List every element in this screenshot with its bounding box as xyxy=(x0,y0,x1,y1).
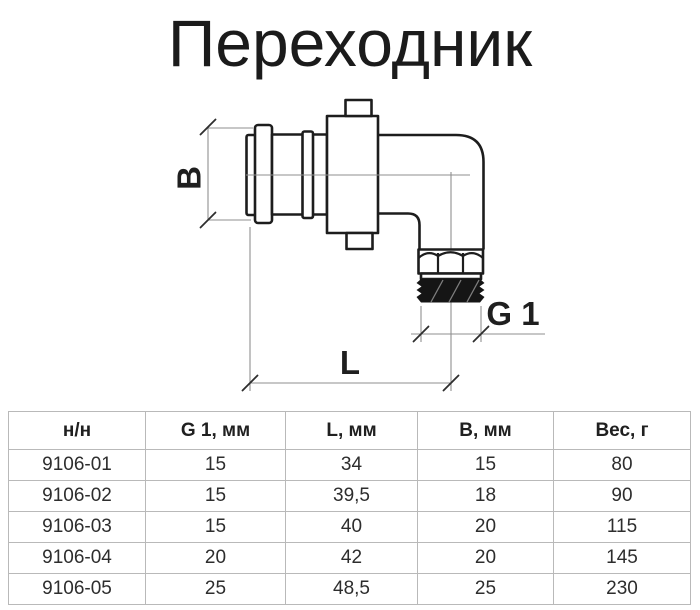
nut-chamfer-arcs xyxy=(417,251,484,259)
elbow-inner-contour xyxy=(378,212,421,250)
dimension-l: L xyxy=(241,227,460,392)
cell-product-code: 9106-03 xyxy=(8,511,146,543)
dimension-g1: G 1 xyxy=(411,295,545,343)
dim-l-tick-right xyxy=(442,374,460,392)
cell-b: 20 xyxy=(417,511,554,543)
top-tab-outline xyxy=(344,98,373,118)
table-row: 9106-01 15 34 15 80 xyxy=(8,449,691,481)
cell-b: 25 xyxy=(417,573,554,605)
cell-b: 15 xyxy=(417,449,554,481)
dimension-label-g1: G 1 xyxy=(486,295,539,332)
cell-g1: 15 xyxy=(145,480,286,512)
dim-g1-tick-right xyxy=(472,325,490,343)
thread-highlights xyxy=(430,279,480,303)
cell-l: 48,5 xyxy=(285,573,418,605)
elbow-outer-contour xyxy=(378,133,485,250)
cell-product-code: 9106-01 xyxy=(8,449,146,481)
cell-weight: 80 xyxy=(553,449,691,481)
cell-l: 42 xyxy=(285,542,418,574)
dimension-label-l: L xyxy=(340,344,360,381)
bottom-tab-outline xyxy=(345,231,374,251)
col-header-g1: G 1, мм xyxy=(145,411,286,450)
cell-product-code: 9106-04 xyxy=(8,542,146,574)
cell-l: 34 xyxy=(285,449,418,481)
hex-nut xyxy=(417,248,485,281)
cell-b: 18 xyxy=(417,480,554,512)
dim-b-tick-top xyxy=(199,118,217,136)
cell-b: 20 xyxy=(417,542,554,574)
table-row: 9106-02 15 39,5 18 90 xyxy=(8,480,691,512)
cell-l: 40 xyxy=(285,511,418,543)
table-row: 9106-05 25 48,5 25 230 xyxy=(8,573,691,605)
dimension-b: B xyxy=(171,118,253,229)
table-header-row: н/н G 1, мм L, мм B, мм Вес, г xyxy=(8,411,691,450)
cell-g1: 25 xyxy=(145,573,286,605)
dim-b-tick-bottom xyxy=(199,211,217,229)
cell-product-code: 9106-02 xyxy=(8,480,146,512)
cell-product-code: 9106-05 xyxy=(8,573,146,605)
cell-weight: 145 xyxy=(553,542,691,574)
col-header-nn: н/н xyxy=(8,411,146,450)
table-row: 9106-04 20 42 20 145 xyxy=(8,542,691,574)
cell-l: 39,5 xyxy=(285,480,418,512)
col-header-l: L, мм xyxy=(285,411,418,450)
cell-weight: 90 xyxy=(553,480,691,512)
table-row: 9106-03 15 40 20 115 xyxy=(8,511,691,543)
page-title: Переходник xyxy=(167,6,533,80)
cell-g1: 15 xyxy=(145,449,286,481)
col-header-weight: Вес, г xyxy=(553,411,691,450)
flange-outline xyxy=(253,123,274,225)
cell-weight: 230 xyxy=(553,573,691,605)
dim-l-tick-left xyxy=(241,374,259,392)
dim-g1-tick-left xyxy=(412,325,430,343)
cell-weight: 115 xyxy=(553,511,691,543)
cell-g1: 15 xyxy=(145,511,286,543)
thread-shape xyxy=(416,279,485,303)
spec-table: н/н G 1, мм L, мм B, мм Вес, г 9106-01 1… xyxy=(8,411,691,605)
technical-drawing: B L G 1 xyxy=(171,98,545,392)
col-header-b: B, мм xyxy=(417,411,554,450)
collar-outline xyxy=(419,272,483,281)
thread-section xyxy=(416,279,485,303)
dimension-label-b: B xyxy=(171,166,208,190)
cell-g1: 20 xyxy=(145,542,286,574)
